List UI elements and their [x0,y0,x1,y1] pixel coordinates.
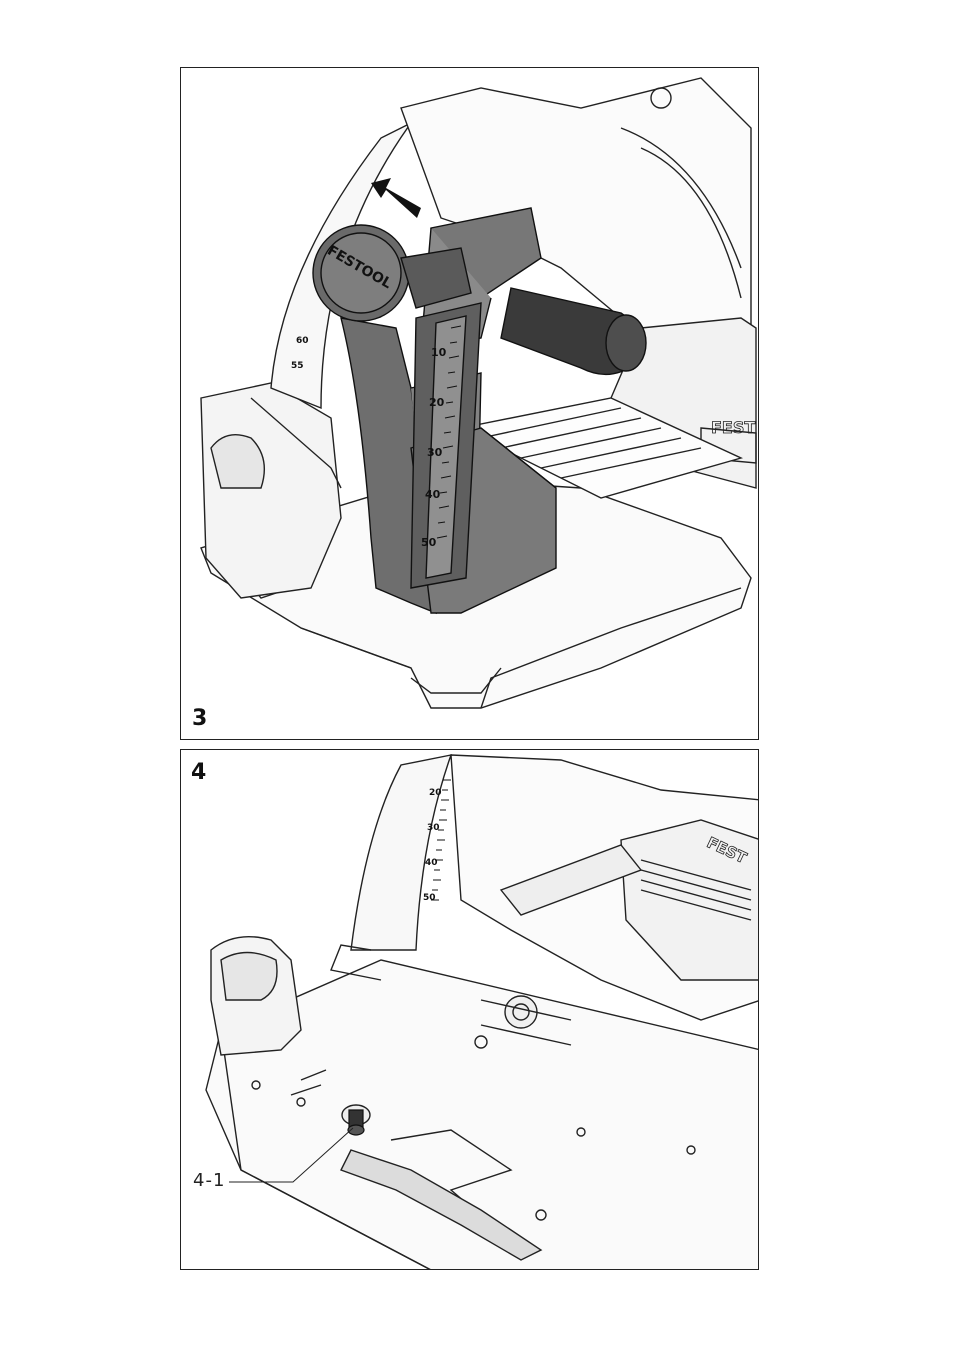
figure-number: 3 [192,706,207,731]
scale-label-10: 10 [431,346,447,359]
callout-label-4-1: 4-1 [193,1170,225,1191]
scale-label-20: 20 [429,788,442,798]
outer-scale-label-60: 60 [296,336,309,346]
figure-number: 4 [191,760,206,785]
figure-4-drawing: 20 30 40 50 FEST [181,750,759,1270]
figure-4-panel: 20 30 40 50 FEST 4 4-1 [180,749,759,1270]
housing-brand-logo: FEST [711,418,755,437]
scale-label-50: 50 [421,536,437,549]
scale-label-50: 50 [423,893,436,903]
scale-label-40: 40 [425,488,441,501]
direction-arrow-icon [371,178,421,218]
scale-label-30: 30 [427,823,440,833]
scale-label-30: 30 [427,446,443,459]
figure-3-panel: 10 20 30 40 50 60 55 FESTOOL FEST 3 [180,67,759,740]
scale-label-20: 20 [429,396,445,409]
figure-3-drawing: 10 20 30 40 50 60 55 FESTOOL FEST [181,68,759,740]
outer-scale-label-55: 55 [291,361,304,371]
